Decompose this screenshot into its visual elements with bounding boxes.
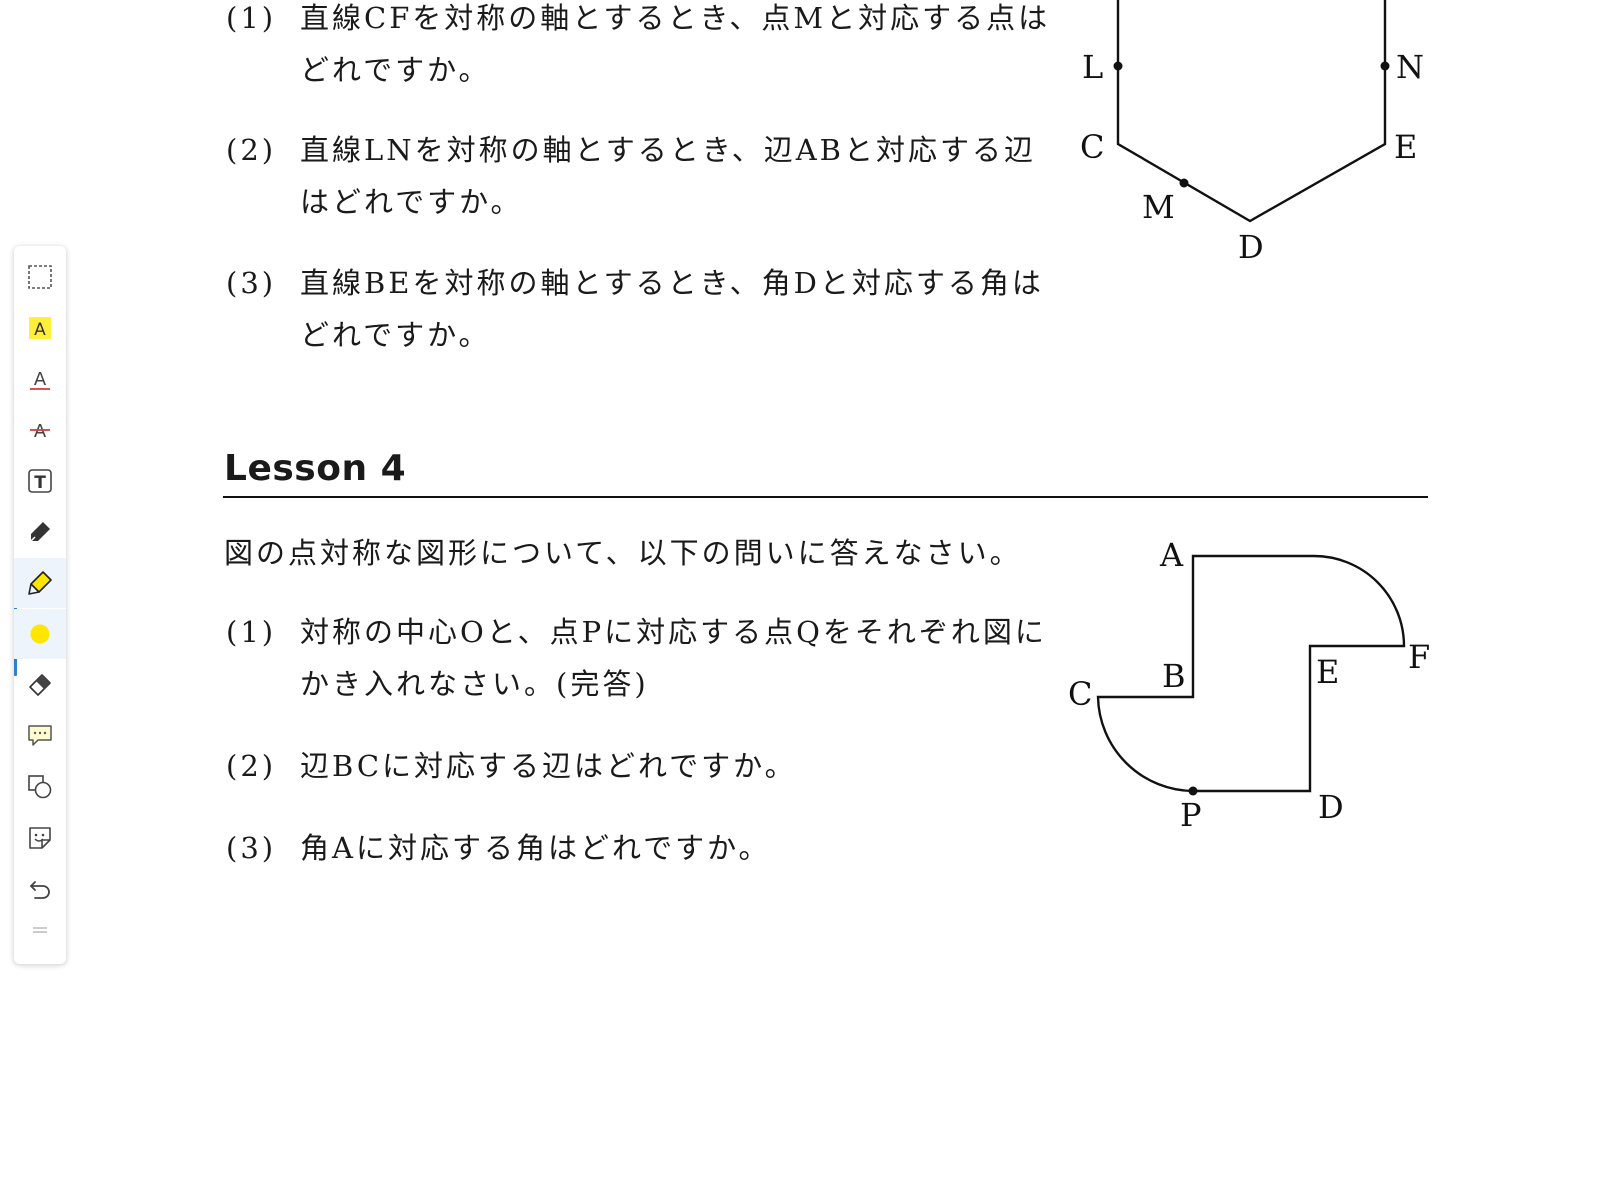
- drag-handle-icon: [30, 925, 50, 935]
- eraser-tool-button[interactable]: [14, 660, 66, 710]
- shapes-icon: [26, 773, 54, 801]
- question-number: (1): [226, 1, 277, 35]
- label-E: E: [1316, 653, 1339, 691]
- question-text: 対称の中心Oと、点Pに対応する点Qをそれぞれ図に かき入れなさい。(完答): [300, 606, 1060, 710]
- toolbar-drag-handle[interactable]: [14, 910, 66, 950]
- question-line: どれですか。: [300, 318, 491, 352]
- question-line: 直線CFを対称の軸とするとき、点Mと対応する点は: [300, 1, 1051, 35]
- svg-text:A: A: [34, 369, 47, 390]
- label-M: M: [1142, 188, 1175, 226]
- question-line: どれですか。: [300, 53, 491, 87]
- pen-icon: [27, 519, 53, 545]
- eraser-icon: [27, 672, 53, 698]
- question-number: (2): [226, 749, 277, 783]
- question-text: 角Aに対応する角はどれですか。: [300, 822, 1060, 874]
- annotation-toolbar: A A A T: [14, 246, 66, 964]
- question-line: 直線BEを対称の軸とするとき、角Dと対応する角は: [300, 266, 1044, 300]
- question-text: 辺BCに対応する辺はどれですか。: [300, 740, 1060, 792]
- comment-icon: [26, 723, 54, 749]
- yellow-color-dot-icon: [28, 622, 52, 646]
- color-picker-button[interactable]: [14, 609, 66, 659]
- highlight-text-icon: A: [27, 315, 53, 341]
- point-symmetric-shape: [1096, 554, 1406, 793]
- svg-text:A: A: [34, 421, 47, 442]
- hexagon-outline: [1116, 0, 1387, 223]
- question-line: 直線LNを対称の軸とするとき、辺ABと対応する辺: [300, 133, 1036, 167]
- question-line: 辺BCに対応する辺はどれですか。: [300, 749, 797, 783]
- comment-tool-button[interactable]: [14, 711, 66, 761]
- question-line: かき入れなさい。(完答): [300, 667, 649, 701]
- lesson-title: Lesson 4: [224, 448, 407, 489]
- pen-tool-button[interactable]: [14, 507, 66, 557]
- strikethrough-text-tool-button[interactable]: A: [14, 405, 66, 455]
- label-B: B: [1162, 657, 1186, 695]
- dashed-rect-select-icon: [27, 264, 53, 290]
- label-D: D: [1318, 788, 1344, 826]
- highlighter-tool-button[interactable]: [14, 558, 66, 608]
- highlighter-icon: [26, 569, 54, 597]
- underline-text-icon: A: [27, 366, 53, 392]
- text-box-tool-button[interactable]: T: [14, 456, 66, 506]
- label-E: E: [1394, 128, 1417, 166]
- point-L-dot: [1113, 61, 1123, 71]
- question-text: 直線LNを対称の軸とするとき、辺ABと対応する辺 はどれですか。: [300, 124, 1060, 228]
- label-D: D: [1238, 228, 1264, 266]
- question-number: (3): [226, 831, 277, 865]
- lesson4-intro: 図の点対称な図形について、以下の問いに答えなさい。: [224, 536, 1022, 570]
- underline-text-tool-button[interactable]: A: [14, 354, 66, 404]
- label-F: F: [1408, 638, 1430, 676]
- point-P-dot: [1188, 786, 1198, 796]
- lesson-divider: [223, 496, 1428, 498]
- point-N-dot: [1380, 61, 1390, 71]
- question-text: 直線CFを対称の軸とするとき、点Mと対応する点は どれですか。: [300, 0, 1060, 96]
- question-line: 対称の中心Oと、点Pに対応する点Qをそれぞれ図に: [300, 615, 1047, 649]
- select-tool-button[interactable]: [14, 252, 66, 302]
- label-P: P: [1180, 796, 1202, 834]
- undo-button[interactable]: [14, 864, 66, 914]
- question-number: (2): [226, 133, 277, 167]
- sticker-icon: [26, 824, 54, 852]
- question-line: 角Aに対応する角はどれですか。: [300, 831, 771, 865]
- svg-text:A: A: [34, 320, 46, 340]
- label-A: A: [1159, 536, 1184, 574]
- label-L: L: [1082, 48, 1103, 86]
- question-number: (1): [226, 615, 277, 649]
- label-C: C: [1080, 128, 1104, 166]
- point-M-dot: [1179, 178, 1189, 188]
- label-N: N: [1396, 48, 1424, 86]
- text-box-icon: T: [26, 467, 54, 495]
- question-number: (3): [226, 266, 277, 300]
- strikethrough-text-icon: A: [27, 417, 53, 443]
- highlight-text-tool-button[interactable]: A: [14, 303, 66, 353]
- label-C: C: [1068, 675, 1092, 713]
- svg-text:T: T: [34, 473, 46, 493]
- sticker-tool-button[interactable]: [14, 813, 66, 863]
- undo-icon: [27, 876, 53, 902]
- question-line: はどれですか。: [300, 185, 523, 219]
- shapes-tool-button[interactable]: [14, 762, 66, 812]
- question-text: 直線BEを対称の軸とするとき、角Dと対応する角は どれですか。: [300, 257, 1060, 361]
